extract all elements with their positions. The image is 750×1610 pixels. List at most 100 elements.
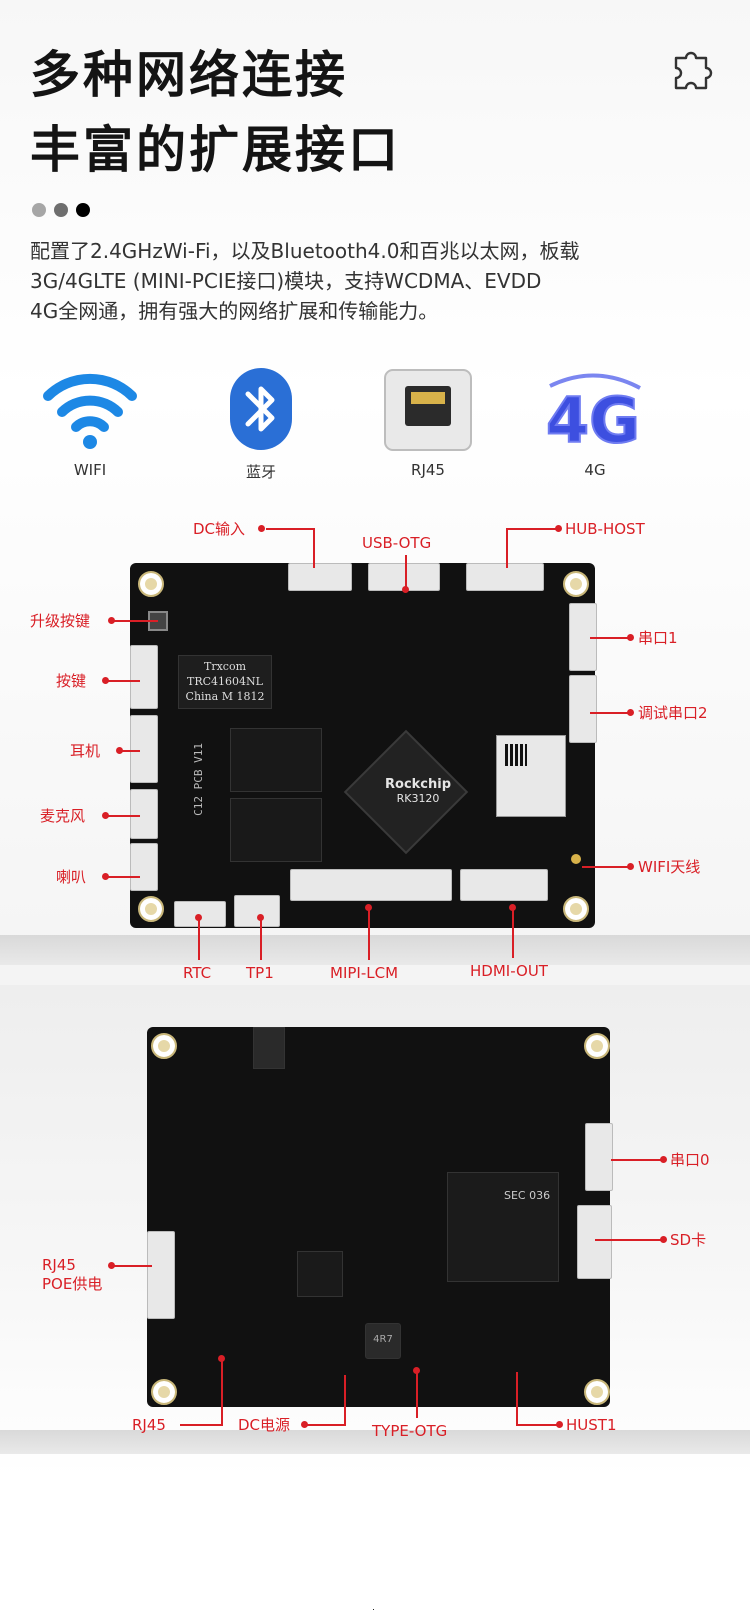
label-debug-uart2: 调试串口2 (638, 704, 708, 722)
leader-point (402, 586, 409, 593)
leader-line (516, 1424, 560, 1426)
label-uart0: 串口0 (670, 1151, 710, 1169)
shelf-top (0, 935, 750, 965)
dc-input-connector (288, 563, 352, 591)
leader-line (313, 528, 315, 568)
label-hust1: HUST1 (566, 1416, 617, 1434)
label-rj45-poe-2: POE供电 (42, 1275, 103, 1293)
leader-line (590, 637, 630, 639)
svg-text:4G: 4G (546, 384, 640, 452)
leader-line (120, 750, 140, 752)
label-hdmi-out: HDMI-OUT (470, 962, 548, 980)
label-upgrade-key: 升级按键 (30, 612, 91, 630)
leader-point (627, 863, 634, 870)
mount-hole (584, 1379, 610, 1405)
trxcom-chip-line-2: TRC41604NL (187, 675, 263, 688)
wifi-icon (43, 373, 137, 449)
leader-line (112, 1265, 152, 1267)
leader-point (556, 1421, 563, 1428)
hub-host-connector (466, 563, 544, 591)
4g-icon: 4G (545, 373, 641, 452)
leader-point (413, 1367, 420, 1374)
leader-line (260, 920, 262, 960)
ethernet-phy-chip (297, 1251, 343, 1297)
debug-uart2-connector (569, 675, 597, 743)
label-type-otg: TYPE-OTG (372, 1422, 448, 1440)
leader-line (106, 815, 140, 817)
label-hub-host: HUB-HOST (565, 520, 645, 538)
label-wifi-antenna: WIFI天线 (638, 858, 701, 876)
rj45-icon (384, 369, 472, 451)
leader-point (555, 525, 562, 532)
label-sd-card: SD卡 (670, 1231, 707, 1249)
label-usb-otg: USB-OTG (362, 534, 432, 552)
description-line-1: 配置了2.4GHzWi-Fi，以及Bluetooth4.0和百兆以太网，板载 (30, 239, 580, 263)
tp1-connector (234, 895, 280, 927)
mount-hole (563, 896, 589, 922)
sd-card-slot (577, 1205, 612, 1279)
bluetooth-icon (230, 368, 292, 450)
leader-point (660, 1156, 667, 1163)
mic-connector (130, 789, 158, 839)
leader-point (258, 525, 265, 532)
inductor-4r7: 4R7 (365, 1323, 401, 1359)
leader-line (512, 910, 514, 958)
label-rj45: RJ45 (132, 1416, 166, 1434)
hdmi-out-connector (460, 869, 548, 901)
feature-bluetooth-label: 蓝牙 (245, 463, 276, 481)
dot-1 (32, 203, 46, 217)
leader-point (218, 1355, 225, 1362)
leader-line (611, 1159, 663, 1161)
leader-point (195, 914, 202, 921)
shelf-bottom (0, 1430, 750, 1454)
emmc-chip: SEC 036 (447, 1172, 559, 1282)
leader-line (506, 528, 558, 530)
wifi-module (496, 735, 566, 817)
leader-point (365, 904, 372, 911)
leader-point (509, 904, 516, 911)
label-earphone: 耳机 (70, 742, 101, 760)
leader-point (108, 617, 115, 624)
feature-rj45-label: RJ45 (411, 461, 445, 479)
soc-chip: Rockchip RK3120 (343, 729, 469, 855)
mount-hole (138, 571, 164, 597)
qr-code (505, 744, 527, 766)
mount-hole (563, 571, 589, 597)
soc-model: RK3120 (396, 791, 440, 805)
leader-line (106, 680, 140, 682)
leader-point (627, 709, 634, 716)
dot-3 (76, 203, 90, 217)
leader-line (506, 528, 508, 568)
board-top-view: Trxcom TRC41604NL China M 1812 C12 PCB V… (130, 563, 597, 928)
leader-point (301, 1421, 308, 1428)
leader-line (590, 712, 630, 714)
mount-hole (151, 1033, 177, 1059)
leader-line (516, 1372, 518, 1426)
leader-line (416, 1372, 418, 1418)
description-line-2: 3G/4GLTE (MINI-PCIE接口)模块，支持WCDMA、EVDD (30, 269, 542, 293)
mount-hole (138, 896, 164, 922)
memory-chip (230, 798, 322, 862)
leader-point (257, 914, 264, 921)
label-dc-power: DC电源 (238, 1416, 291, 1434)
trxcom-chip-line-3: China M 1812 (185, 690, 265, 703)
leader-point (627, 634, 634, 641)
board-bottom-view: SEC 036 4R7 (147, 1027, 613, 1610)
feature-bluetooth: 蓝牙 (206, 365, 316, 482)
mount-hole (584, 1033, 610, 1059)
key-connector (130, 645, 158, 709)
leader-line (368, 910, 370, 960)
progress-dots (32, 203, 90, 217)
label-rj45-poe-1: RJ45 (42, 1256, 76, 1274)
trxcom-chip: Trxcom TRC41604NL China M 1812 (178, 655, 272, 709)
leader-line (582, 866, 630, 868)
feature-rj45: RJ45 (373, 365, 483, 479)
label-rtc: RTC (183, 964, 212, 982)
description-line-3: 4G全网通，拥有强大的网络扩展和传输能力。 (30, 299, 439, 323)
leader-point (102, 873, 109, 880)
label-mipi-lcm: MIPI-LCM (330, 964, 399, 982)
label-dc-input: DC输入 (193, 520, 246, 538)
rj45-poe-connector (147, 1231, 175, 1319)
leader-line (405, 555, 407, 589)
mount-hole (151, 1379, 177, 1405)
